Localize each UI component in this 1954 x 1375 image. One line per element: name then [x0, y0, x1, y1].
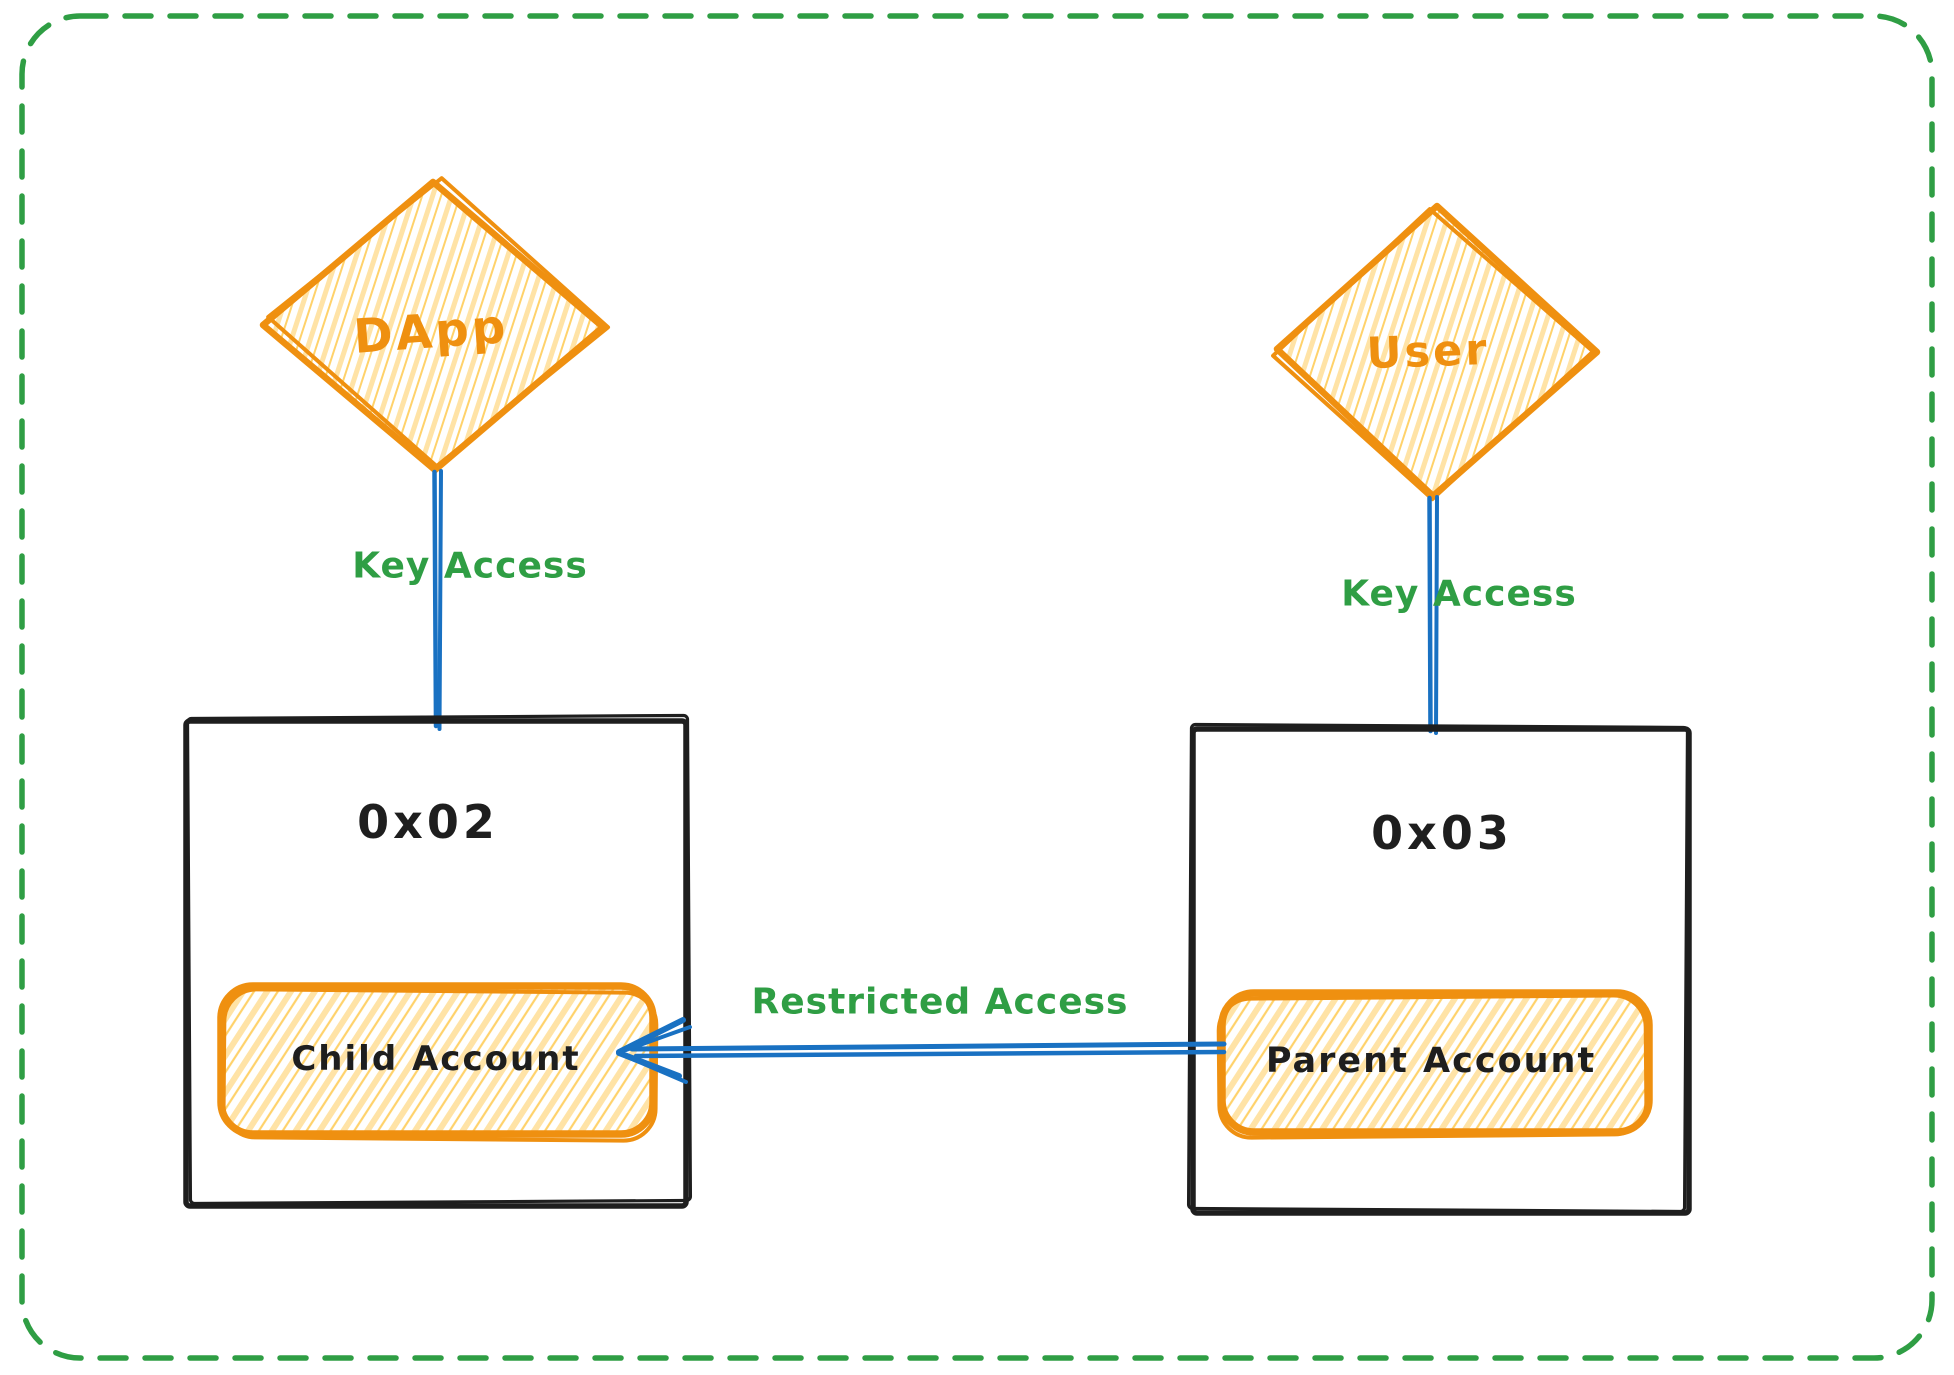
parent-account-label: Parent Account [1265, 1041, 1597, 1081]
child-account-label: Child Account [291, 1039, 581, 1079]
restricted-access-arrow [616, 1017, 1227, 1084]
user-label: User [1365, 324, 1491, 380]
restricted-access-label: Restricted Access [751, 981, 1129, 1023]
user-diamond [1271, 202, 1601, 502]
wallet-0x03-label: 0x03 [1371, 806, 1513, 860]
key-access-label-right: Key Access [1341, 573, 1577, 615]
key-access-connector-left [432, 469, 443, 731]
canvas-dashed-border [19, 13, 1935, 1361]
wallet-0x02-box [183, 713, 693, 1209]
wallet-0x02-label: 0x02 [357, 795, 499, 849]
key-access-connector-right [1427, 495, 1439, 735]
key-access-label-left: Key Access [352, 545, 588, 587]
parent-account-box [1216, 989, 1653, 1140]
wallet-0x03-box [1186, 722, 1692, 1216]
dapp-label: DApp [351, 299, 511, 365]
